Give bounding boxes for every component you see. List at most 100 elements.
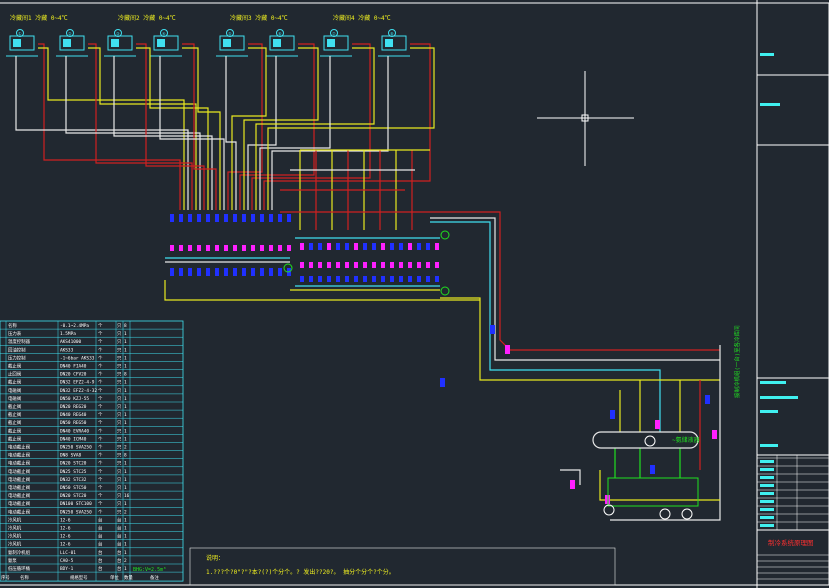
table-cell: 1 [124,331,127,337]
valve-icon [705,395,710,404]
table-cell: 1 [124,420,127,426]
table-cell: 个 [98,380,103,386]
table-cell: 2 [124,509,127,515]
table-cell: 只 [117,339,122,345]
evaporator-icon: ③ [104,29,136,57]
table-cell: 台 [98,525,103,532]
pipe-line [599,470,720,501]
table-cell: 截止阀 [8,427,21,434]
table-cell: 1 [124,396,127,402]
pump-icon-12 [659,508,671,520]
pipe-line [227,43,263,210]
valve-icon [197,245,201,251]
valve-icon [215,214,219,222]
table-cell: 电动截止阀 [8,484,30,491]
valve-icon [440,378,445,387]
evaporator-icon: ② [56,29,88,57]
table-cell: 只 [117,396,122,402]
table-cell: 冷风机 [8,541,22,548]
table-footer-cell: 名称 [20,574,29,581]
pipe-line [38,47,185,210]
table-footer-cell: 数量 [124,574,133,581]
table-cell: 台 [117,565,122,572]
evaporator-tag: ⑦ [332,31,336,36]
table-footer-cell: 序号 [1,574,10,581]
evaporator-tag: ⑧ [390,31,394,36]
evaporator-icon: ⑦ [320,29,352,57]
table-cell: AKS41000 [60,339,82,345]
table-cell: 个 [98,485,103,491]
table-cell: 只 [117,501,122,507]
table-cell: DN100 STC100 [60,501,92,507]
valve-icon [327,243,331,250]
table-cell: 12-6 [60,542,71,548]
table-cell: 1 [124,477,127,483]
valve-icon [233,268,237,276]
valve-icon [170,268,174,276]
table-cell: 1 [124,542,127,548]
notes-line-1: 1.???个?0"?"?本?(?)个分个。? 发出??20?。 抽分个分个?个分… [206,568,395,576]
table-cell: 1 [124,388,127,394]
table-cell: 只 [117,331,122,337]
valve-icon [490,325,495,334]
table-cell: 台 [117,533,122,540]
table-cell: 个 [98,372,103,378]
main-cyan-line [430,221,661,432]
title-block: 制冷系统原理图 [756,2,829,586]
valve-icon [206,214,210,222]
pipe-line [267,47,435,210]
table-cell: 1 [124,469,127,475]
valve-icon [712,430,717,439]
valve-icon [408,262,412,268]
valve-icon [170,245,174,251]
evaporator-tag: ⑤ [228,31,232,36]
table-cell: AKS33 [60,347,74,353]
table-cell: 台 [98,549,103,556]
pipe-line [182,47,221,210]
valve-icon [435,276,439,282]
table-cell: 1 [124,339,127,345]
valve-icon [309,262,313,268]
valve-icon [300,276,304,282]
valve-icon [327,262,331,268]
table-cell: 台 [117,549,122,556]
valve-icon [390,276,394,282]
table-cell: 回油控制 [8,346,26,353]
valve-icon [300,243,304,250]
valve-icon [610,410,615,419]
table-cell: 1 [124,428,127,434]
table-cell: 截止阀 [8,363,21,370]
table-cell: 个 [98,331,103,337]
table-cell: 1 [124,461,127,467]
evaporator-icon: ① [6,29,38,57]
table-cell: 台 [117,516,122,523]
valve-icon [300,262,304,268]
table-cell: 低压循环桶 [8,565,31,572]
valve-icon [435,262,439,268]
table-cell: 个 [98,509,103,515]
pipe-line [255,47,375,210]
table-cell: 只 [117,428,122,434]
valve-icon [269,245,273,251]
table-cell: 1.5MPa [60,331,76,337]
valve-icon [426,262,430,268]
evaporator-icon: ⑧ [378,29,410,57]
table-cell: 台 [98,516,103,523]
valve-icon [224,214,228,222]
pipe-line [225,56,237,210]
table-cell: 只 [117,485,122,491]
vertical-pipe-label: 接制冷机组(一台)至各冷库间 [733,325,741,398]
